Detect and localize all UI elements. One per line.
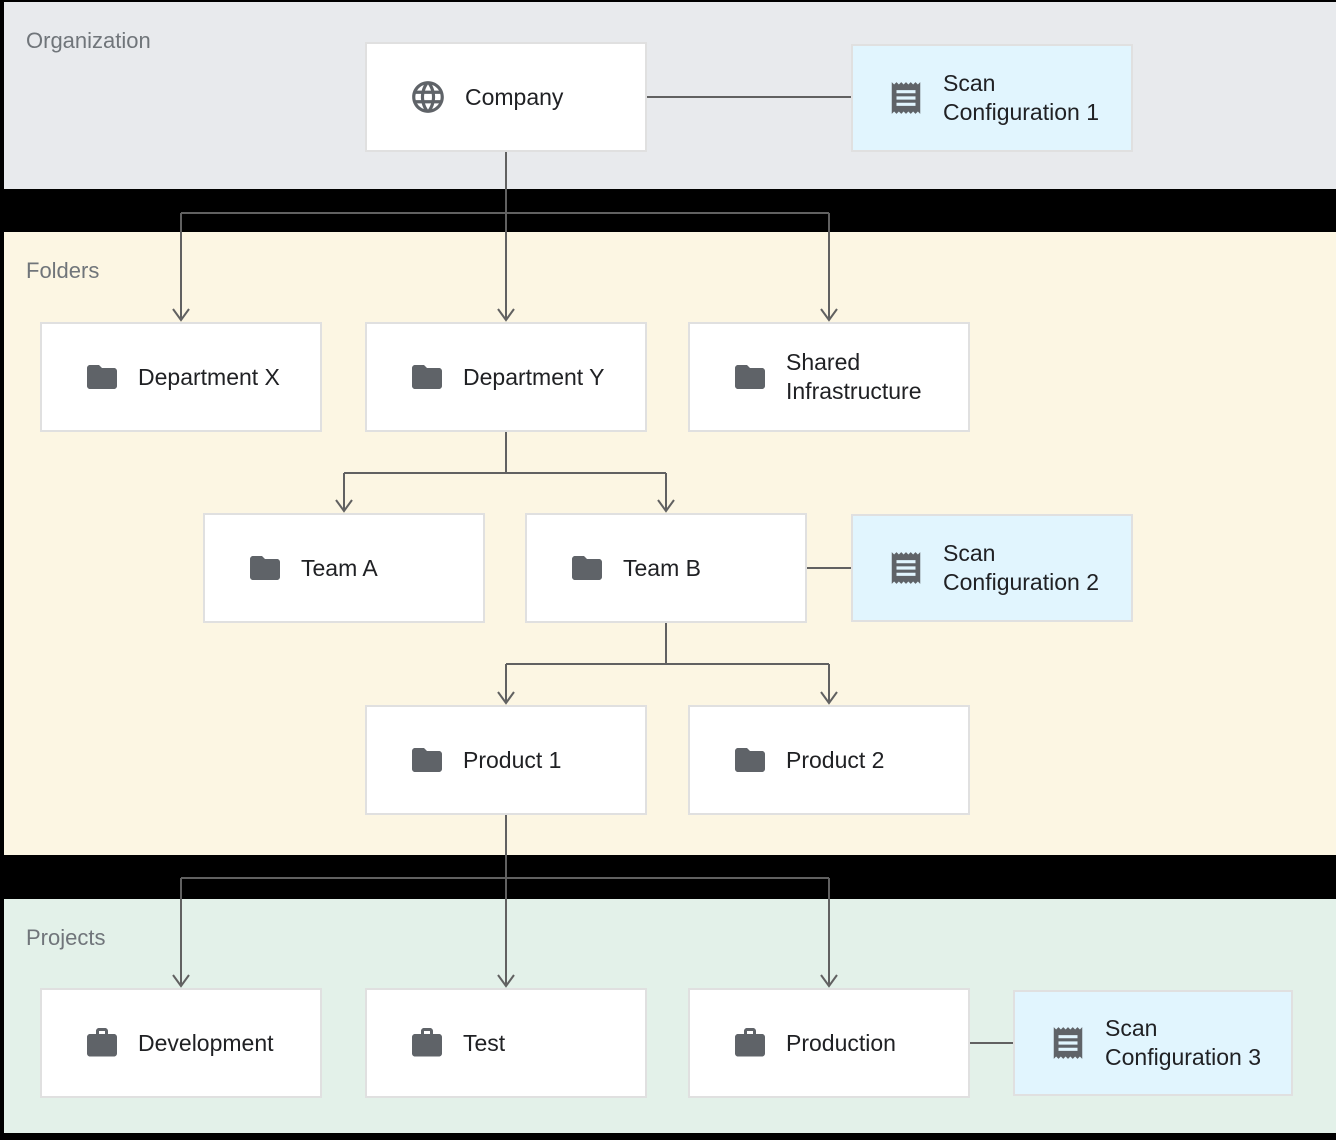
briefcase-icon <box>84 1025 120 1061</box>
node-product-1: Product 1 <box>365 705 647 815</box>
node-scan-configuration-3: Scan Configuration 3 <box>1013 990 1293 1096</box>
node-development: Development <box>40 988 322 1098</box>
folder-icon <box>84 359 120 395</box>
node-label: Department Y <box>463 363 605 390</box>
node-label: Product 2 <box>786 746 885 773</box>
receipt-icon <box>887 549 925 587</box>
folders-section-label: Folders <box>26 258 100 283</box>
briefcase-icon <box>409 1025 445 1061</box>
node-label: Company <box>465 83 564 110</box>
node-company: Company <box>365 42 647 152</box>
node-label: Product 1 <box>463 746 562 773</box>
organization-section: Organization <box>4 2 1336 189</box>
folder-icon <box>732 742 768 778</box>
node-label: Shared Infrastructure <box>786 349 922 404</box>
node-department-y: Department Y <box>365 322 647 432</box>
folder-icon <box>409 742 445 778</box>
node-department-x: Department X <box>40 322 322 432</box>
receipt-icon <box>887 79 925 117</box>
receipt-icon <box>1049 1024 1087 1062</box>
node-label: Production <box>786 1029 896 1056</box>
node-test: Test <box>365 988 647 1098</box>
node-label: Scan Configuration 1 <box>943 70 1099 125</box>
node-label: Scan Configuration 2 <box>943 540 1099 595</box>
node-team-a: Team A <box>203 513 485 623</box>
node-production: Production <box>688 988 970 1098</box>
node-shared-infrastructure: Shared Infrastructure <box>688 322 970 432</box>
node-team-b: Team B <box>525 513 807 623</box>
node-scan-configuration-2: Scan Configuration 2 <box>851 514 1133 622</box>
folder-icon <box>732 359 768 395</box>
node-label: Department X <box>138 363 280 390</box>
node-label: Scan Configuration 3 <box>1105 1015 1261 1070</box>
globe-icon <box>409 78 447 116</box>
node-scan-configuration-1: Scan Configuration 1 <box>851 44 1133 152</box>
node-product-2: Product 2 <box>688 705 970 815</box>
folder-icon <box>247 550 283 586</box>
node-label: Test <box>463 1029 506 1056</box>
organization-section-label: Organization <box>26 28 151 53</box>
node-label: Team A <box>301 554 378 581</box>
folder-icon <box>409 359 445 395</box>
projects-section-label: Projects <box>26 925 106 950</box>
node-label: Development <box>138 1029 274 1056</box>
folder-icon <box>569 550 605 586</box>
briefcase-icon <box>732 1025 768 1061</box>
node-label: Team B <box>623 554 701 581</box>
